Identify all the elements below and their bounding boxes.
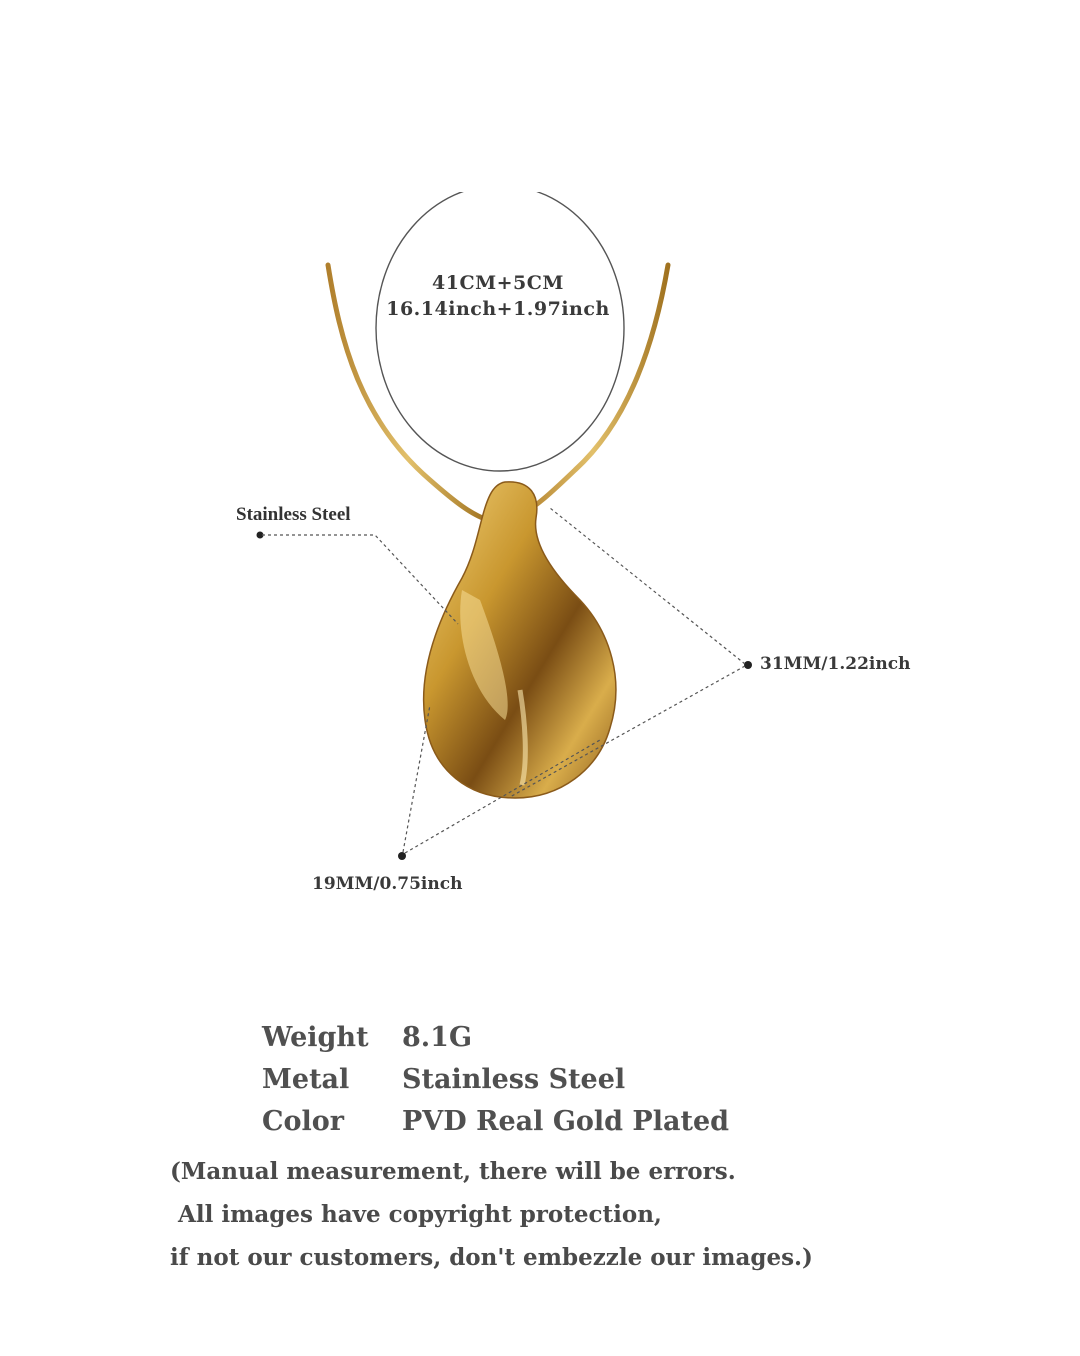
spec-key: Weight bbox=[262, 1021, 369, 1053]
width-callout-label: 19MM/0.75inch bbox=[312, 874, 463, 894]
spec-key: Metal bbox=[262, 1063, 350, 1095]
length-callout-label: 31MM/1.22inch bbox=[760, 654, 911, 674]
chain-length-inch: 16.14inch+1.97inch bbox=[386, 298, 610, 320]
spec-value: 8.1G bbox=[402, 1021, 473, 1053]
spec-row-weight: Weight 8.1G bbox=[262, 1016, 729, 1058]
spec-row-metal: Metal Stainless Steel bbox=[262, 1058, 729, 1100]
chain bbox=[325, 262, 491, 523]
callout-line bbox=[404, 739, 601, 854]
material-callout-label: Stainless Steel bbox=[236, 504, 351, 525]
note-line: if not our customers, don't embezzle our… bbox=[170, 1244, 813, 1271]
callout-line bbox=[402, 704, 431, 853]
callout-line bbox=[509, 665, 746, 798]
callout-dot bbox=[744, 661, 752, 669]
chain bbox=[515, 262, 671, 519]
spec-key: Color bbox=[262, 1105, 344, 1137]
note-line: (Manual measurement, there will be error… bbox=[170, 1158, 736, 1185]
spec-table: Weight 8.1G Metal Stainless Steel Color … bbox=[262, 1016, 729, 1142]
chain-length-cm: 41CM+5CM bbox=[432, 272, 564, 294]
teardrop-pendant bbox=[422, 481, 617, 799]
callout-dot bbox=[398, 852, 406, 860]
note-line: All images have copyright protection, bbox=[170, 1201, 662, 1228]
callout-line bbox=[262, 534, 459, 625]
spec-value: Stainless Steel bbox=[402, 1063, 626, 1095]
spec-value: PVD Real Gold Plated bbox=[402, 1105, 730, 1137]
disclaimer-notes: (Manual measurement, there will be error… bbox=[170, 1150, 813, 1279]
spec-row-color: Color PVD Real Gold Plated bbox=[262, 1100, 729, 1142]
chain-length-oval bbox=[375, 184, 625, 472]
pendant-illustration bbox=[256, 184, 752, 860]
callout-dot bbox=[256, 531, 264, 539]
